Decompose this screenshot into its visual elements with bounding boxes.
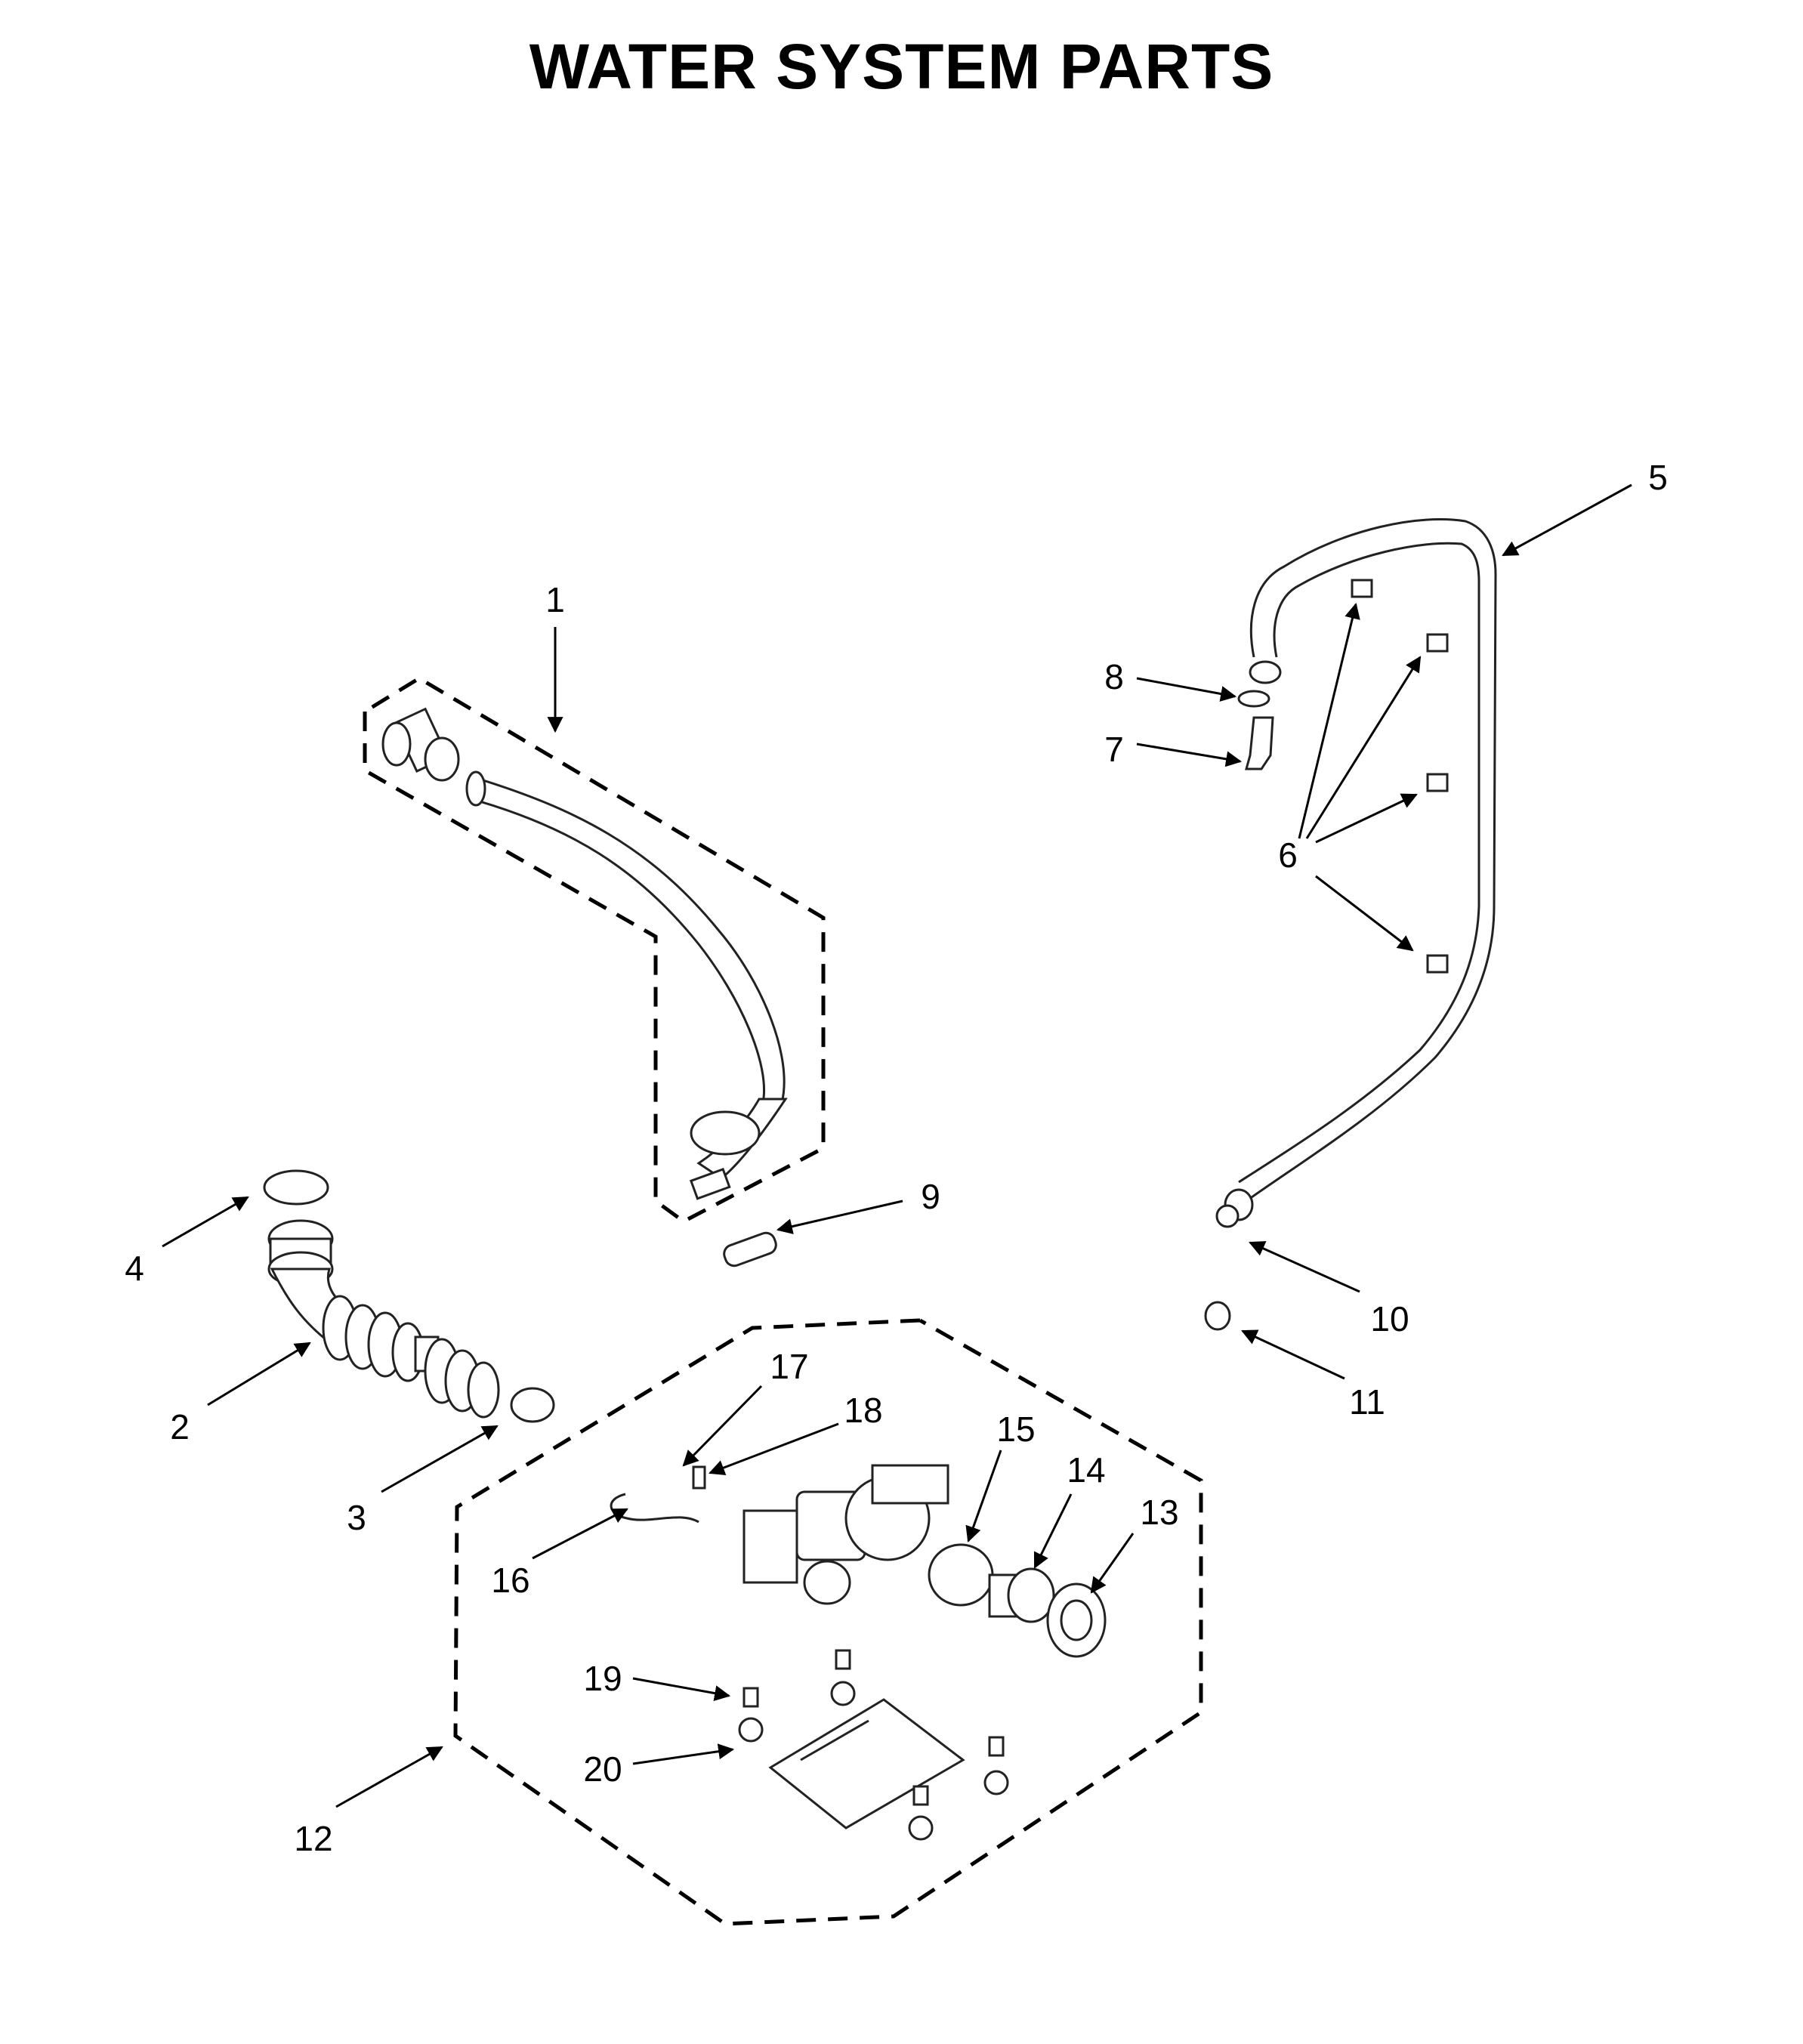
callout-15: 15	[996, 1409, 1035, 1449]
callout-16: 16	[491, 1561, 529, 1600]
drain-hose-group	[1204, 518, 1497, 1331]
callout-6: 6	[1278, 835, 1298, 875]
part-11-clamp	[1204, 1301, 1231, 1331]
part-7-connector	[1245, 716, 1274, 770]
hose-body	[465, 770, 786, 1104]
callout-1: 1	[545, 580, 565, 619]
part-3-clamp	[510, 1387, 555, 1423]
mount-bracket	[768, 1698, 965, 1829]
callout-8: 8	[1104, 657, 1124, 696]
part-14-filter	[988, 1567, 1055, 1623]
hose-assembly-group	[363, 676, 826, 1224]
callout-3: 3	[347, 1498, 366, 1537]
bellows-hose-group	[263, 1169, 555, 1423]
part-9-filter	[723, 1231, 777, 1267]
part-10-clamp	[1215, 1204, 1240, 1228]
callout-5: 5	[1648, 458, 1668, 497]
part-6-clips	[1351, 579, 1449, 974]
callout-11: 11	[1349, 1382, 1385, 1422]
part-16-hose	[610, 1493, 699, 1524]
pump-assembly-group	[453, 1318, 1203, 1926]
part-19-screws	[743, 1649, 1005, 1806]
callout-12: 12	[294, 1819, 332, 1858]
leader-lines	[162, 483, 1632, 1808]
callout-10: 10	[1370, 1299, 1409, 1338]
callout-9: 9	[921, 1177, 940, 1216]
callout-20: 20	[583, 1749, 622, 1789]
callout-13: 13	[1140, 1493, 1178, 1532]
callout-4: 4	[125, 1249, 144, 1288]
pump-assembly-boundary	[453, 1318, 1203, 1926]
callout-2: 2	[170, 1407, 190, 1447]
inlet-fitting	[381, 707, 460, 782]
callout-17: 17	[770, 1347, 808, 1386]
page-title: WATER SYSTEM PARTS	[529, 31, 1274, 102]
part-18-clip	[692, 1465, 706, 1490]
callout-18: 18	[844, 1391, 882, 1430]
callout-7: 7	[1104, 730, 1124, 769]
part-13-cap	[1046, 1582, 1107, 1658]
part-15-gasket	[928, 1543, 994, 1607]
part-8-clamp	[1237, 690, 1270, 708]
part-20-grommets	[738, 1681, 1009, 1841]
part-4-clamp	[263, 1169, 329, 1206]
callout-14: 14	[1067, 1450, 1105, 1490]
part-5-hose	[1246, 518, 1497, 1203]
bellows-ribs	[322, 1295, 500, 1419]
hose-elbow	[689, 1098, 788, 1200]
callout-labels: 1 2 3 4 5 6 7 8 9 10 11 12 13 14 15 16 1…	[125, 458, 1668, 1858]
pump-body	[743, 1464, 949, 1605]
callout-19: 19	[583, 1659, 622, 1698]
hose-assembly-boundary	[363, 676, 826, 1224]
